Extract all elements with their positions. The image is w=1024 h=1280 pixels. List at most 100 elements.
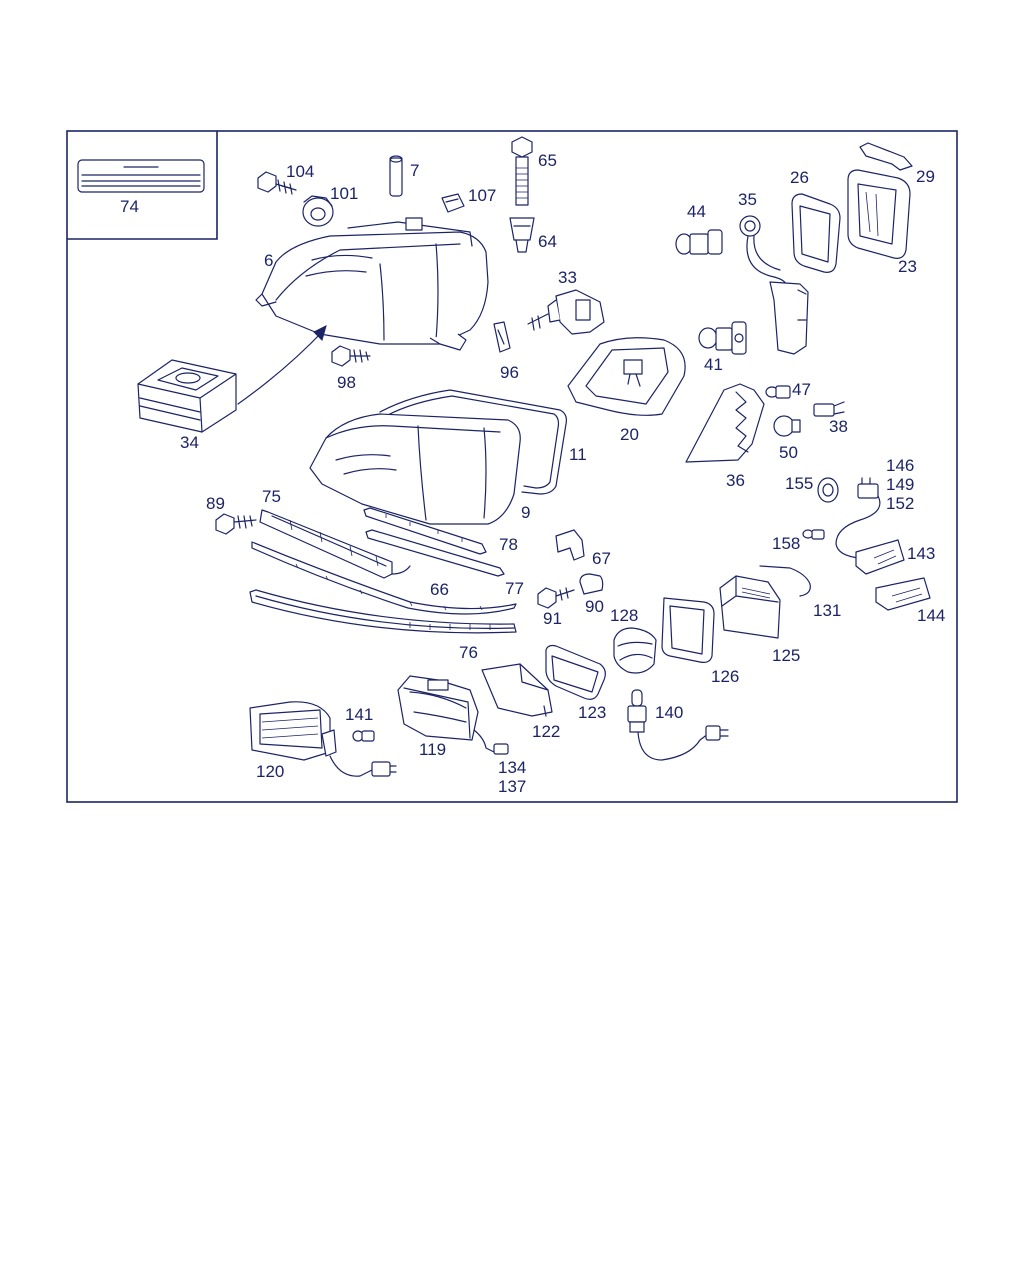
label-66: 66 [430, 580, 449, 599]
label-104: 104 [286, 162, 314, 181]
arrow-34-to-6 [237, 329, 325, 405]
label-98: 98 [337, 373, 356, 392]
part-119-fog-lamp [397, 675, 509, 755]
part-6-headlamp [255, 217, 489, 351]
label-6: 6 [264, 251, 273, 270]
part-65-bolt [511, 136, 533, 206]
part-78-strip [363, 507, 487, 555]
part-26-seal [791, 193, 841, 273]
label-7: 7 [410, 161, 419, 180]
label-107: 107 [468, 186, 496, 205]
part-11-seal [379, 389, 567, 495]
label-20: 20 [620, 425, 639, 444]
diagram-frame [66, 130, 958, 803]
label-125: 125 [772, 646, 800, 665]
part-44-bulb [675, 229, 723, 255]
part-33-leveling-motor [527, 289, 605, 335]
label-146: 146 [886, 456, 914, 475]
label-149: 149 [886, 475, 914, 494]
part-140-bulb [627, 689, 729, 761]
part-76-trim [249, 589, 517, 634]
label-50: 50 [779, 443, 798, 462]
part-23-cover [847, 169, 911, 259]
part-131-wire [759, 565, 811, 597]
part-146-connector [835, 477, 881, 559]
part-91-screw [537, 587, 575, 609]
part-38-socket [813, 401, 845, 417]
label-29: 29 [916, 167, 935, 186]
part-77-strip [365, 529, 505, 577]
part-155-grommet [817, 477, 839, 503]
label-137: 137 [498, 777, 526, 796]
label-67: 67 [592, 549, 611, 568]
part-120-fog-lamp [249, 701, 397, 777]
part-125-fog-housing [719, 575, 781, 639]
label-141: 141 [345, 705, 373, 724]
label-78: 78 [499, 535, 518, 554]
label-90: 90 [585, 597, 604, 616]
part-143-side-marker [855, 539, 905, 575]
part-47-bulb [765, 385, 791, 399]
label-123: 123 [578, 703, 606, 722]
label-33: 33 [558, 268, 577, 287]
label-101: 101 [330, 184, 358, 203]
label-26: 26 [790, 168, 809, 187]
label-41: 41 [704, 355, 723, 374]
part-75-trim [259, 509, 411, 579]
part-126-gasket [661, 597, 715, 663]
label-143: 143 [907, 544, 935, 563]
part-64-retainer [509, 217, 535, 253]
part-66-trim [251, 541, 517, 615]
label-38: 38 [829, 417, 848, 436]
part-90-clip [579, 573, 604, 595]
part-128-bracket [613, 627, 657, 674]
part-98-screw [331, 345, 371, 367]
label-9: 9 [521, 503, 530, 522]
label-96: 96 [500, 363, 519, 382]
label-11: 11 [569, 445, 587, 464]
label-126: 126 [711, 667, 739, 686]
part-7-pin [389, 155, 403, 197]
label-36: 36 [726, 471, 745, 490]
label-91: 91 [543, 609, 562, 628]
part-144-side-marker [875, 577, 931, 611]
part-9-lens [309, 413, 521, 525]
label-75: 75 [262, 487, 281, 506]
legend-box [67, 131, 218, 240]
part-107-clip [441, 193, 465, 213]
label-34: 34 [180, 433, 199, 452]
label-144: 144 [917, 606, 945, 625]
label-155: 155 [785, 474, 813, 493]
label-131: 131 [813, 601, 841, 620]
part-50-bulb [773, 415, 801, 437]
leader-104 [281, 185, 291, 189]
part-141-bulb [352, 730, 375, 742]
label-76: 76 [459, 643, 478, 662]
part-34-control-unit [137, 359, 237, 433]
part-35-socket-harness [739, 215, 809, 355]
part-158-bulb [802, 529, 825, 540]
part-123-bezel [545, 644, 606, 700]
label-158: 158 [772, 534, 800, 553]
label-74: 74 [120, 197, 139, 216]
label-47: 47 [792, 380, 811, 399]
part-67-bracket [555, 529, 585, 561]
label-44: 44 [687, 202, 706, 221]
part-122-lamp [481, 663, 553, 717]
label-77: 77 [505, 579, 524, 598]
part-96-bracket [493, 321, 511, 353]
label-23: 23 [898, 257, 917, 276]
label-64: 64 [538, 232, 557, 251]
part-101-nut [302, 195, 334, 227]
label-128: 128 [610, 606, 638, 625]
label-134: 134 [498, 758, 526, 777]
part-20-reflector [567, 337, 686, 416]
arrow-head-icon [313, 325, 327, 341]
label-65: 65 [538, 151, 557, 170]
label-89: 89 [206, 494, 225, 513]
part-89-screw [215, 513, 257, 535]
part-74-label-plate [77, 159, 205, 193]
part-29-gasket [859, 142, 913, 171]
part-41-bulb [698, 321, 747, 355]
part-36-indicator [685, 383, 765, 463]
